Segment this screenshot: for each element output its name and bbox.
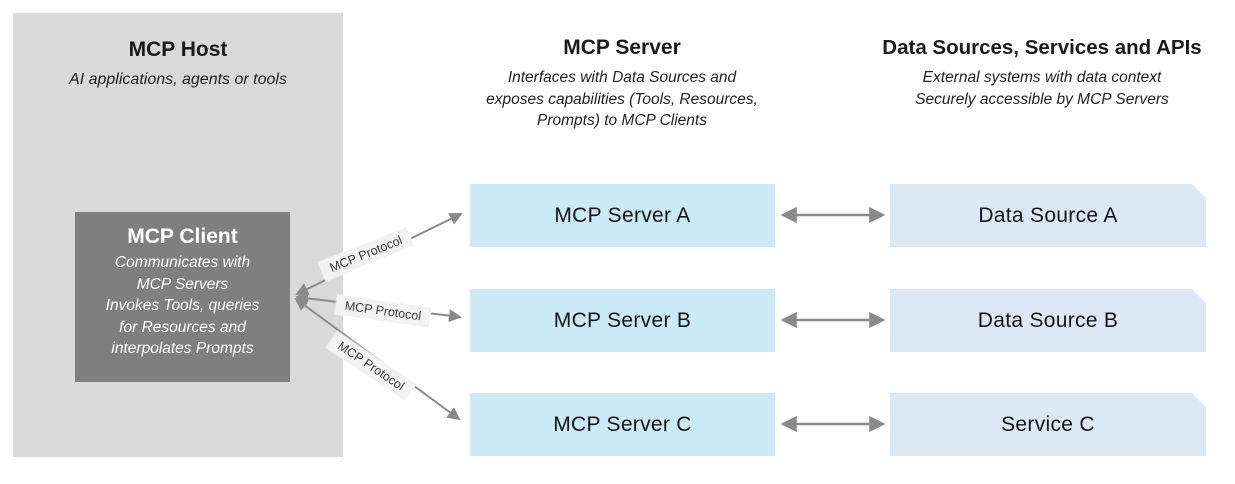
host-title: MCP Host bbox=[128, 38, 228, 61]
sources-column-subtitle: External systems with data context Secur… bbox=[915, 69, 1169, 108]
mcp-server-b-box: MCP Server B bbox=[470, 289, 775, 352]
client-description: Communicates with MCP Servers Invokes To… bbox=[105, 254, 260, 357]
mcp-host-panel: MCP Host AI applications, agents or tool… bbox=[13, 13, 343, 457]
client-title: MCP Client bbox=[127, 225, 238, 248]
data-source-b-box: Data Source B bbox=[890, 289, 1206, 352]
server-column-header: MCP Server Interfaces with Data Sources … bbox=[442, 36, 802, 132]
mcp-server-c-box: MCP Server C bbox=[470, 393, 775, 456]
data-source-a-box: Data Source A bbox=[890, 184, 1206, 247]
mcp-client-box: MCP Client Communicates with MCP Servers… bbox=[75, 212, 290, 382]
service-c-box: Service C bbox=[890, 393, 1206, 456]
mcp-protocol-label-b: MCP Protocol bbox=[334, 294, 432, 328]
sources-column-header: Data Sources, Services and APIs External… bbox=[860, 36, 1224, 110]
mcp-server-a-box: MCP Server A bbox=[470, 184, 775, 247]
server-column-subtitle: Interfaces with Data Sources and exposes… bbox=[486, 69, 758, 129]
server-column-title: MCP Server bbox=[563, 36, 681, 59]
sources-column-title: Data Sources, Services and APIs bbox=[882, 36, 1202, 59]
host-subtitle: AI applications, agents or tools bbox=[69, 71, 287, 88]
